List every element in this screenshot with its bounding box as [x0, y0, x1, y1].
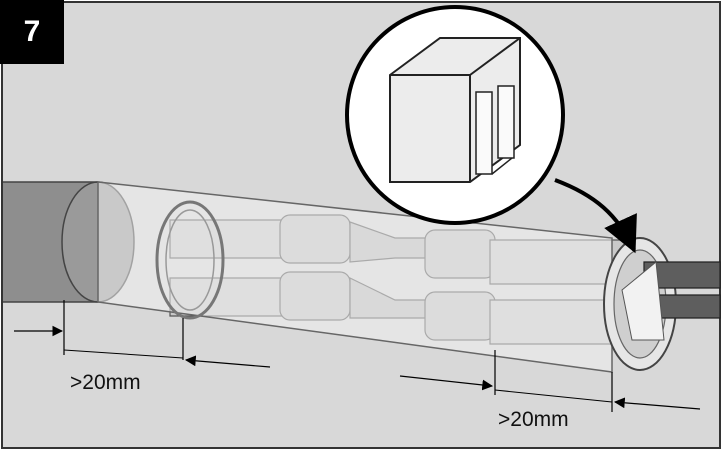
curved-arrow-icon: [554, 178, 637, 254]
dimension-right-label: >20mm: [498, 408, 569, 431]
step-number-badge: 7: [0, 0, 64, 64]
end-cap-right: [603, 237, 721, 371]
dimension-right: [399, 350, 701, 412]
dimension-left: [14, 300, 271, 368]
dimension-left-label: >20mm: [70, 371, 141, 394]
clip-detail-icon: [345, 5, 565, 225]
